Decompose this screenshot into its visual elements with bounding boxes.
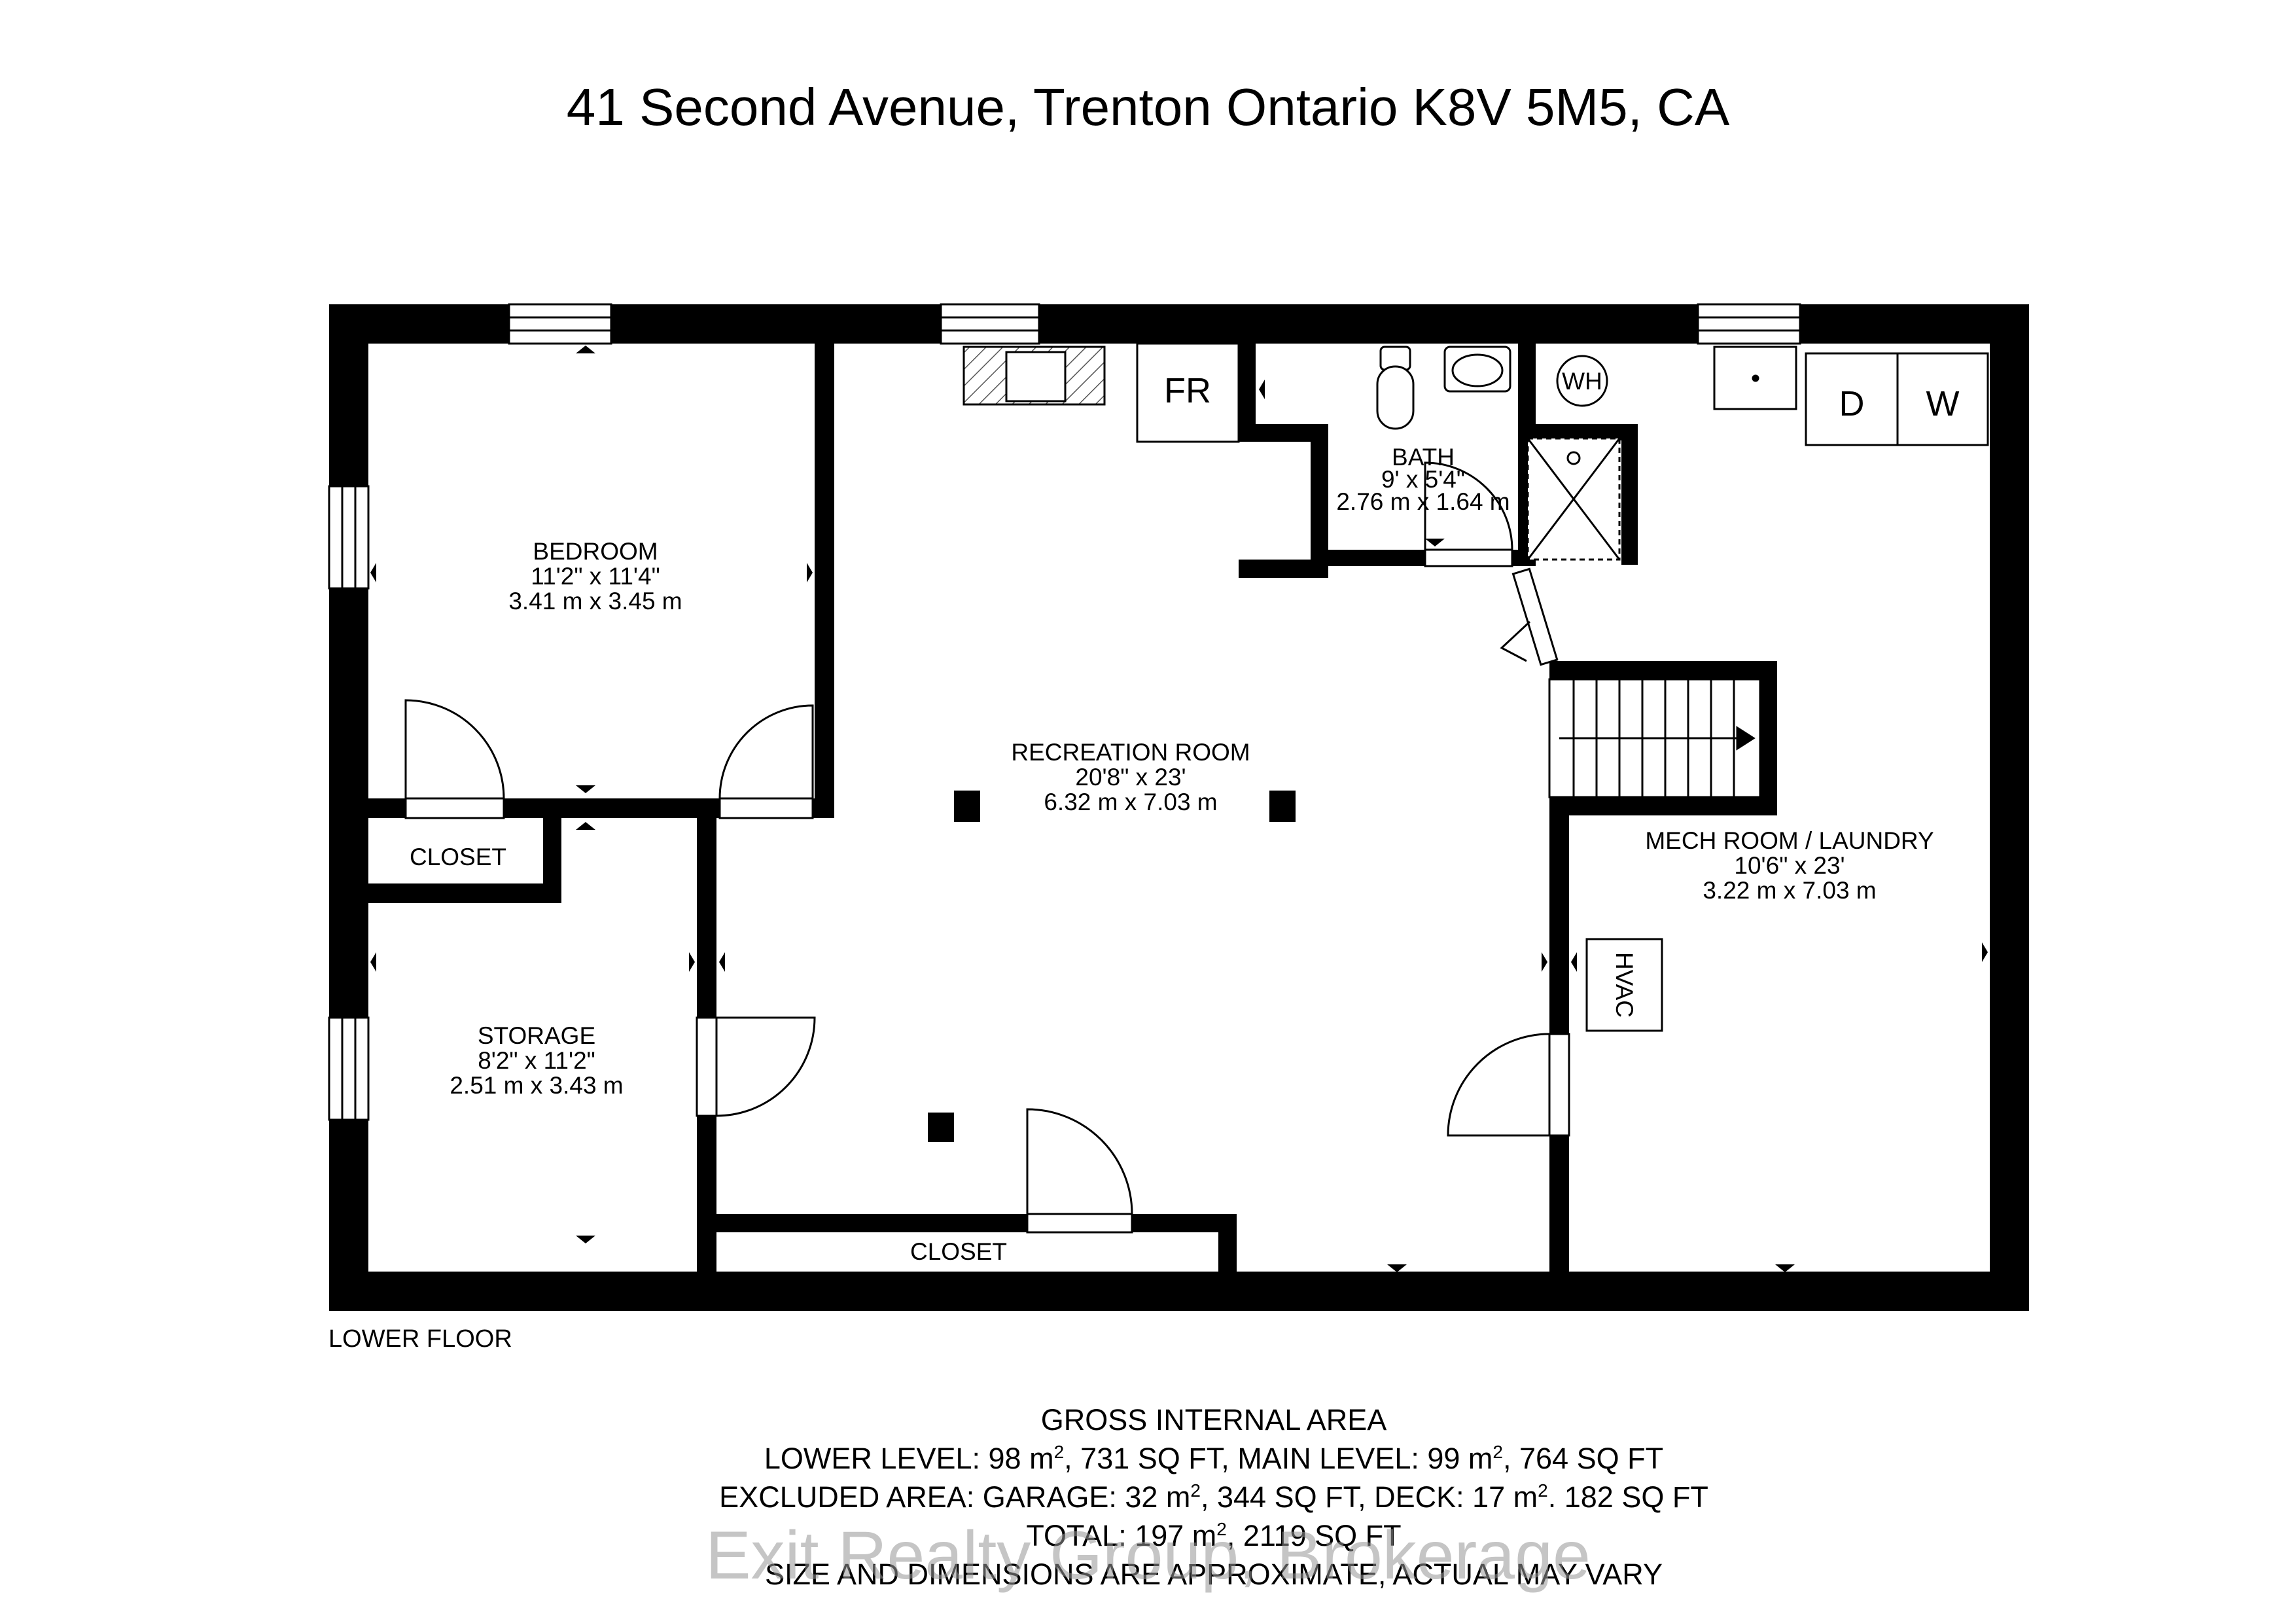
sup: 2	[1190, 1480, 1201, 1501]
bedroom-metric: 3.41 m x 3.45 m	[508, 588, 682, 615]
fireplace-insert	[1005, 351, 1067, 402]
gia-lower-b: , 731 SQ FT, MAIN LEVEL: 99 m	[1064, 1442, 1493, 1475]
dimension-markers	[370, 346, 1988, 1272]
bath-metric: 2.76 m x 1.64 m	[1336, 488, 1510, 515]
gia-heading: GROSS INTERNAL AREA	[1040, 1403, 1387, 1436]
gia-total-b: , 2119 SQ FT	[1226, 1519, 1402, 1552]
mech-metric: 3.22 m x 7.03 m	[1703, 877, 1876, 904]
gia-lower-c: , 764 SQ FT	[1502, 1442, 1664, 1475]
bedroom-imperial: 11'2" x 11'4"	[531, 563, 660, 590]
bath-imperial: 9' x 5'4"	[1381, 466, 1465, 493]
mech-imperial: 10'6" x 23'	[1734, 852, 1845, 879]
closet-lower-label: CLOSET	[910, 1238, 1007, 1265]
sup: 2	[1216, 1519, 1227, 1539]
storage-imperial: 8'2" x 11'2"	[478, 1047, 595, 1074]
gia-lower-line: LOWER LEVEL: 98 m2, 731 SQ FT, MAIN LEVE…	[406, 1439, 2022, 1478]
bath-name: BATH	[1392, 444, 1455, 471]
gia-excl-b: , 344 SQ FT, DECK: 17 m	[1200, 1480, 1538, 1514]
room-labels: BEDROOM 11'2" x 11'4" 3.41 m x 3.45 m RE…	[410, 444, 1934, 1265]
storage-metric: 2.51 m x 3.43 m	[450, 1072, 623, 1099]
fr-label: FR	[1164, 371, 1211, 410]
closet-upper-label: CLOSET	[410, 844, 506, 870]
page-title: 41 Second Avenue, Trenton Ontario K8V 5M…	[566, 78, 1730, 136]
recreation-metric: 6.32 m x 7.03 m	[1044, 789, 1217, 815]
stairs	[1548, 678, 1761, 798]
laundry-fixtures	[1556, 346, 1989, 1032]
washer-label: W	[1926, 384, 1960, 423]
gia-excluded-line: EXCLUDED AREA: GARAGE: 32 m2, 344 SQ FT,…	[406, 1478, 2022, 1516]
floor-label: LOWER FLOOR	[328, 1325, 512, 1353]
mech-name: MECH ROOM / LAUNDRY	[1645, 827, 1934, 854]
hvac-label: HVAC	[1611, 952, 1638, 1018]
recreation-imperial: 20'8" x 23'	[1075, 764, 1186, 791]
sup: 2	[1538, 1480, 1548, 1501]
fixture-labels: FR WH D W HVAC	[1164, 368, 1960, 1018]
sup: 2	[1492, 1442, 1503, 1462]
bath-fixtures	[1376, 346, 1621, 561]
columns	[928, 791, 1296, 1142]
windows	[328, 303, 1801, 1121]
storage-name: STORAGE	[478, 1022, 595, 1049]
gross-internal-area: GROSS INTERNAL AREA LOWER LEVEL: 98 m2, …	[406, 1400, 2022, 1594]
gia-total-line: TOTAL: 197 m2, 2119 SQ FT	[406, 1516, 2022, 1555]
gia-excl-c: . 182 SQ FT	[1547, 1480, 1708, 1514]
bedroom-name: BEDROOM	[533, 538, 658, 565]
gia-lower-a: LOWER LEVEL: 98 m	[764, 1442, 1054, 1475]
gia-disclaimer: SIZE AND DIMENSIONS ARE APPROXIMATE, ACT…	[764, 1558, 1663, 1591]
dryer-label: D	[1839, 384, 1865, 423]
gia-total-a: TOTAL: 197 m	[1026, 1519, 1217, 1552]
wh-label: WH	[1562, 368, 1602, 395]
fridge-box	[1136, 342, 1240, 443]
recreation-name: RECREATION ROOM	[1011, 739, 1250, 766]
gia-excl-a: EXCLUDED AREA: GARAGE: 32 m	[719, 1480, 1191, 1514]
sup: 2	[1053, 1442, 1065, 1462]
